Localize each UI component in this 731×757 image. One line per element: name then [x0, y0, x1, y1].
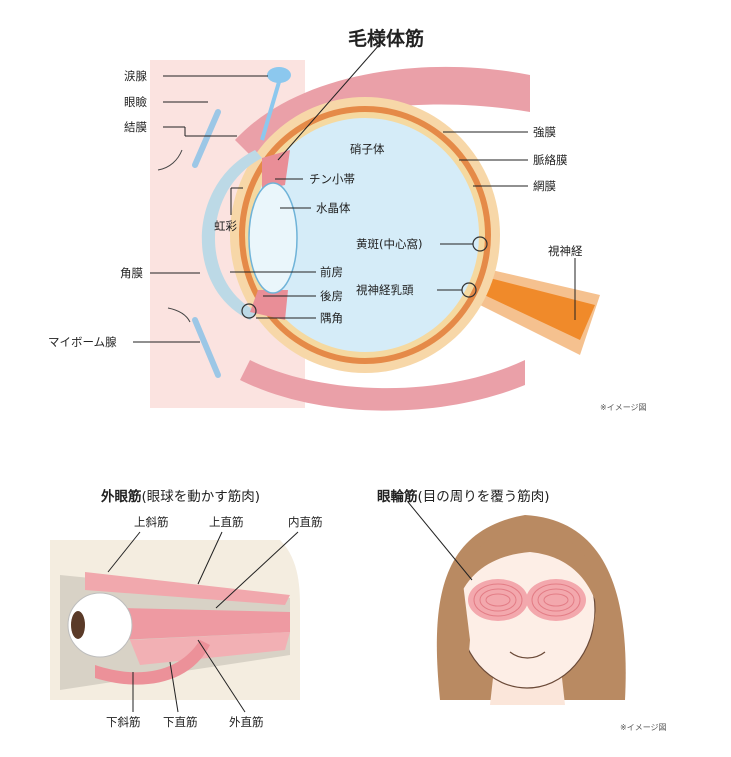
label-lens: 水晶体	[316, 201, 351, 215]
label-conjunctiva: 結膜	[124, 120, 147, 134]
meibomian-gland-shape	[192, 317, 221, 378]
label-zonule: チン小帯	[309, 172, 355, 186]
eye-note: ※イメージ図	[600, 403, 647, 412]
label-sclera: 強膜	[533, 125, 556, 139]
label-vitreous: 硝子体	[350, 142, 385, 156]
vitreous-shape	[251, 118, 479, 352]
label-retina: 網膜	[533, 179, 556, 193]
eye-title: 毛様体筋	[348, 28, 425, 50]
angle-marker	[241, 303, 257, 319]
label-macula: 黄斑(中心窩)	[356, 237, 423, 251]
label-cornea: 角膜	[120, 266, 143, 280]
label-lateral-rectus: 外直筋	[229, 715, 264, 729]
optic-nerve-core	[478, 275, 595, 340]
label-superior-oblique: 上斜筋	[134, 515, 169, 529]
upper-muscle-band	[235, 66, 530, 160]
label-meibomian: マイボーム腺	[48, 335, 117, 349]
lacrimal-duct	[260, 81, 281, 141]
orbicularis-note: ※イメージ図	[620, 723, 667, 732]
label-lacrimal-gland: 涙腺	[124, 69, 147, 83]
label-superior-rectus: 上直筋	[209, 515, 244, 529]
label-eyelid: 眼瞼	[124, 95, 147, 109]
lower-muscle-band	[240, 360, 525, 411]
lens-shape	[248, 182, 298, 294]
label-choroid: 脈絡膜	[533, 153, 568, 167]
label-optic-disc: 視神経乳頭	[356, 283, 414, 297]
extraocular-heading: 外眼筋(眼球を動かす筋肉)	[101, 485, 260, 505]
label-iris: 虹彩	[214, 219, 237, 233]
orbicularis-subtitle: (目の周りを覆う筋肉)	[417, 489, 550, 505]
upper-eyelashes	[157, 149, 183, 171]
iris-shape-lower	[250, 290, 288, 320]
upper-gland-shape	[192, 109, 221, 168]
label-posterior-chamber: 後房	[320, 289, 343, 303]
label-inferior-rectus: 下直筋	[163, 715, 198, 729]
label-inferior-oblique: 下斜筋	[106, 715, 141, 729]
label-optic-nerve: 視神経	[548, 244, 583, 258]
label-medial-rectus: 内直筋	[288, 515, 323, 529]
label-angle: 隅角	[320, 311, 343, 325]
iris-shape	[262, 150, 290, 190]
lacrimal-gland-shape	[267, 67, 291, 83]
orbicularis-title: 眼輪筋	[377, 489, 418, 505]
label-anterior-chamber: 前房	[320, 265, 343, 279]
extraocular-title: 外眼筋	[101, 489, 142, 505]
cornea-shape	[201, 150, 262, 320]
orbicularis-heading: 眼輪筋(目の周りを覆う筋肉)	[377, 485, 550, 505]
extraocular-subtitle: (眼球を動かす筋肉)	[141, 489, 261, 505]
lower-eyelashes	[167, 307, 191, 323]
